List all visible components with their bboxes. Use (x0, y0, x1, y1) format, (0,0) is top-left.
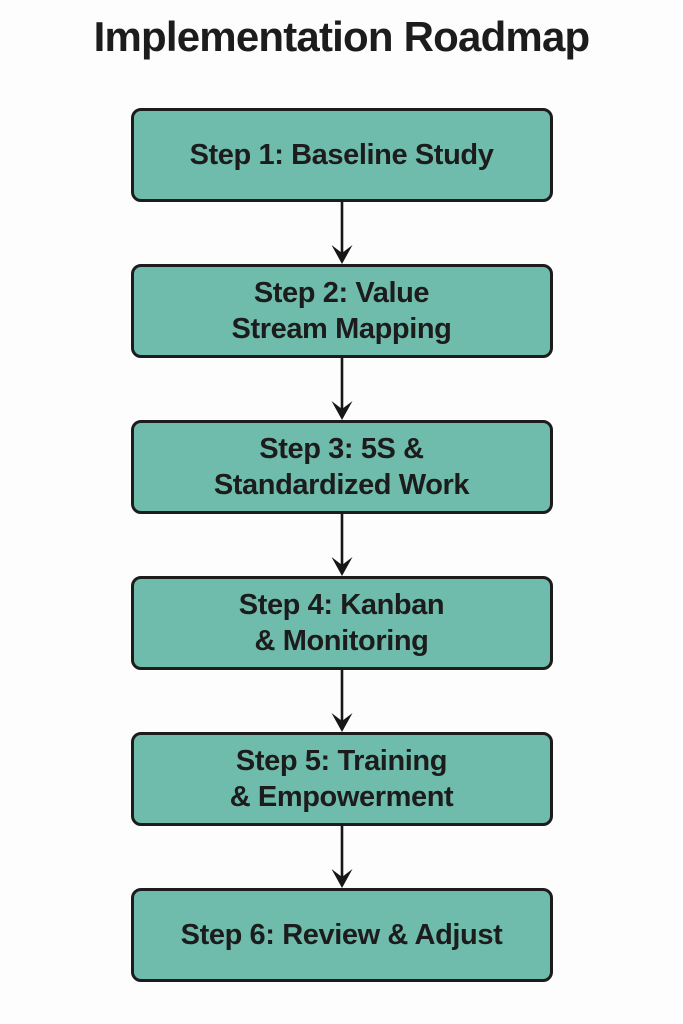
step-5-label-line-1: Step 5: Training (235, 745, 448, 777)
step-node-4: Step 4: Kanban & Monitoring (130, 576, 553, 670)
flow-arrow-1-2 (331, 202, 352, 264)
step-node-5: Step 5: Training & Empowerment (130, 732, 553, 826)
flow-arrow-2-3 (331, 358, 352, 420)
flow-arrow-5-6 (331, 826, 352, 888)
step-6-label-line-1: Step 6: Review & Adjust (180, 919, 503, 951)
flowchart-stack: Step 1: Baseline Study Step 2: Value Str… (130, 108, 553, 982)
step-2-label-line-2: Stream Mapping (231, 313, 452, 345)
page-title: Implementation Roadmap (93, 13, 591, 60)
step-4-label-line-2: & Monitoring (254, 625, 429, 657)
step-node-6: Step 6: Review & Adjust (130, 888, 553, 982)
step-1-label-line-1: Step 1: Baseline Study (189, 139, 494, 171)
step-4-label-line-1: Step 4: Kanban (238, 589, 445, 621)
step-node-1: Step 1: Baseline Study (130, 108, 553, 202)
step-3-label-line-1: Step 3: 5S & (259, 433, 424, 465)
flow-arrow-4-5 (331, 670, 352, 732)
flow-arrow-3-4 (331, 514, 352, 576)
step-node-3: Step 3: 5S & Standardized Work (130, 420, 553, 514)
step-2-label-line-1: Step 2: Value (253, 277, 430, 309)
step-node-2: Step 2: Value Stream Mapping (130, 264, 553, 358)
step-5-label-line-2: & Empowerment (229, 781, 454, 813)
step-3-label-line-2: Standardized Work (213, 469, 470, 501)
